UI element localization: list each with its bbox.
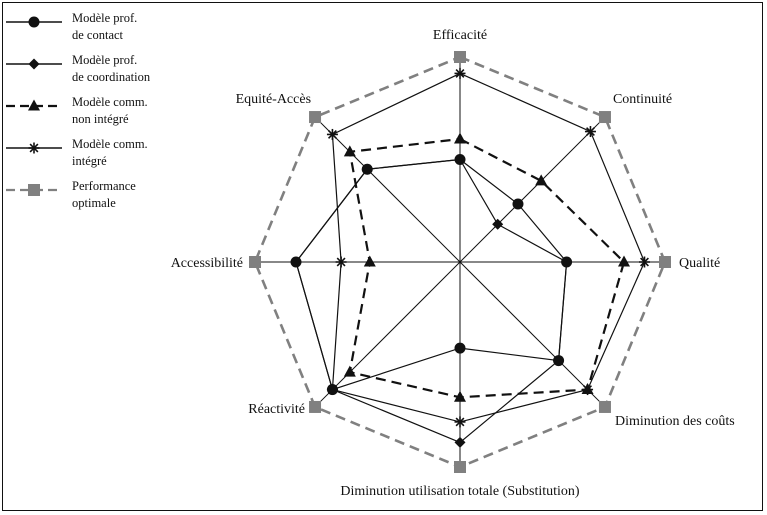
radar-point xyxy=(561,256,573,268)
radar-axis-label: Diminution utilisation totale (Substitut… xyxy=(340,484,580,499)
legend-marker xyxy=(28,16,40,28)
legend-marker xyxy=(28,99,40,111)
radar-spokes xyxy=(255,57,665,467)
radar-point xyxy=(309,400,322,413)
radar-point xyxy=(335,256,347,268)
radar-spoke xyxy=(314,116,461,263)
radar-point xyxy=(309,111,322,124)
radar-point xyxy=(512,198,524,210)
radar-point xyxy=(454,461,466,473)
radar-point xyxy=(454,342,466,354)
radar-axis-label: Accessibilité xyxy=(171,256,243,271)
legend-marker xyxy=(28,184,40,196)
legend-label: Modèle comm. non intégré xyxy=(72,95,148,126)
legend-item: Modèle prof. de coordination xyxy=(4,50,169,92)
radar-axis-label: Equité-Accès xyxy=(236,92,311,107)
radar-axis-label: Efficacité xyxy=(433,28,487,43)
radar-point xyxy=(326,384,338,396)
radar-series xyxy=(249,51,671,473)
radar-series-layer xyxy=(249,51,671,473)
legend-swatch xyxy=(6,184,62,196)
radar-series xyxy=(343,132,630,402)
radar-spoke xyxy=(314,261,461,408)
radar-series-line xyxy=(348,137,626,399)
radar-point xyxy=(363,255,376,267)
radar-point xyxy=(639,256,650,268)
radar-point xyxy=(553,355,565,367)
radar-series-line xyxy=(331,72,646,423)
radar-point xyxy=(598,400,611,413)
radar-axis-label: Diminution des coûts xyxy=(615,414,735,429)
radar-axis-label: Réactivité xyxy=(248,402,305,417)
legend-label: Modèle prof. de coordination xyxy=(72,53,151,84)
radar-point xyxy=(361,163,373,175)
radar-series xyxy=(290,154,573,396)
radar-point xyxy=(454,132,466,144)
radar-point xyxy=(454,390,466,402)
radar-point xyxy=(454,436,466,448)
radar-point xyxy=(598,111,611,124)
legend-item: Modèle prof. de contact xyxy=(4,8,169,50)
radar-point xyxy=(581,383,594,395)
radar-point xyxy=(343,365,356,377)
radar-point xyxy=(290,256,302,268)
radar-point xyxy=(584,126,596,138)
radar-spoke xyxy=(459,116,606,263)
radar-point xyxy=(326,128,338,140)
legend-marker xyxy=(28,58,40,70)
radar-point xyxy=(343,145,356,157)
legend-swatch xyxy=(6,58,62,70)
legend-label: Modèle prof. de contact xyxy=(72,11,138,42)
radar-point xyxy=(659,256,671,268)
legend-label: Performance optimale xyxy=(72,179,136,210)
legend-marker xyxy=(28,142,40,154)
radar-point xyxy=(454,154,466,165)
radar-axis-label: Continuité xyxy=(613,92,672,107)
legend-item: Performance optimale xyxy=(4,176,169,218)
radar-point xyxy=(249,256,261,268)
radar-point xyxy=(618,255,630,267)
legend-label: Modèle comm. intégré xyxy=(72,137,148,168)
legend-item: Modèle comm. intégré xyxy=(4,134,169,176)
radar-point xyxy=(492,218,504,230)
legend-swatch xyxy=(6,142,62,154)
radar-spoke xyxy=(459,261,606,408)
legend-swatch xyxy=(6,16,62,28)
radar-point xyxy=(454,51,466,63)
legend-item: Modèle comm. non intégré xyxy=(4,92,169,134)
radar-axis-label: Qualité xyxy=(679,256,720,271)
legend-swatch xyxy=(6,99,62,111)
radar-point xyxy=(454,67,466,79)
radar-point xyxy=(535,174,548,186)
radar-point xyxy=(454,416,466,428)
